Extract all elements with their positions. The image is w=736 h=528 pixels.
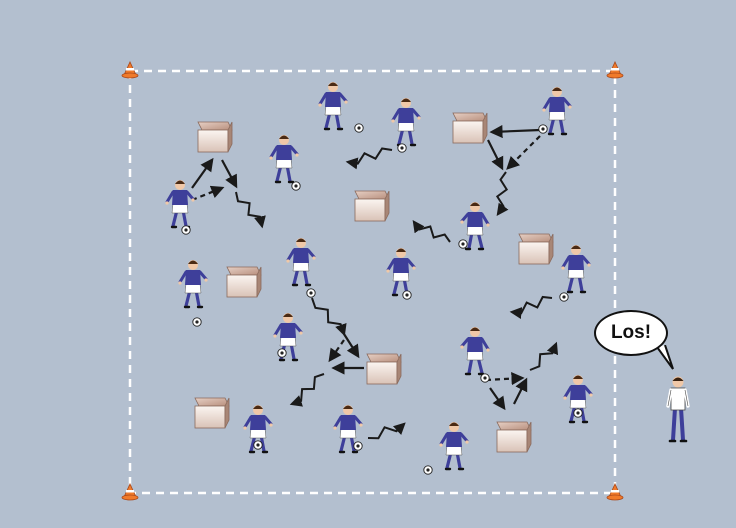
ball-icon xyxy=(354,442,362,450)
ball-icon xyxy=(403,291,411,299)
pass-arrow-dashed xyxy=(330,340,344,360)
dribble-arrow xyxy=(312,298,344,334)
pass-arrow-dashed xyxy=(486,378,522,380)
ball-icon xyxy=(307,289,315,297)
player-icon xyxy=(286,238,315,285)
ball-icon xyxy=(182,226,190,234)
ball-icon xyxy=(254,441,262,449)
mini-goal xyxy=(227,267,261,297)
player-icon xyxy=(439,422,468,469)
player-icon xyxy=(460,327,489,374)
ball-icon xyxy=(193,318,201,326)
player-icon xyxy=(561,245,590,292)
dribble-arrow xyxy=(348,149,392,164)
dribble-arrow xyxy=(512,297,552,313)
run-arrow xyxy=(222,160,236,186)
dribble-arrow xyxy=(236,192,262,226)
mini-goal xyxy=(355,191,389,221)
mini-goal xyxy=(519,234,553,264)
coach-callout-text: Los! xyxy=(611,322,651,344)
run-arrow xyxy=(488,140,502,168)
mini-goal xyxy=(195,398,229,428)
coach-icon xyxy=(668,377,688,442)
ball-icon xyxy=(574,409,582,417)
player-icon xyxy=(318,82,347,129)
ball-icon xyxy=(355,124,363,132)
mini-goal xyxy=(198,122,232,152)
dribble-arrow xyxy=(292,374,324,404)
ball-icon xyxy=(398,144,406,152)
run-arrow xyxy=(492,130,540,132)
ball-icon xyxy=(560,293,568,301)
ball-icon xyxy=(292,182,300,190)
player-icon xyxy=(165,180,194,227)
ball-icon xyxy=(481,374,489,382)
run-arrow xyxy=(490,388,504,408)
player-icon xyxy=(386,248,415,295)
speech-bubble: Los! xyxy=(594,310,668,356)
speech-bubble-tail xyxy=(655,345,677,371)
run-arrow xyxy=(192,160,212,188)
mini-goal xyxy=(453,113,487,143)
dribble-arrow xyxy=(368,424,404,438)
dribble-arrow xyxy=(530,344,556,370)
ball-icon xyxy=(278,349,286,357)
ball-icon xyxy=(539,125,547,133)
pass-arrow-dashed xyxy=(192,188,222,200)
ball-icon xyxy=(459,240,467,248)
run-arrow xyxy=(344,334,358,356)
dribble-arrow xyxy=(414,222,450,242)
dribble-arrow xyxy=(497,172,506,214)
mini-goal xyxy=(497,422,531,452)
pass-arrow-dashed xyxy=(508,136,540,168)
player-icon xyxy=(269,135,298,182)
player-icon xyxy=(178,260,207,307)
ball-icon xyxy=(424,466,432,474)
mini-goal xyxy=(367,354,401,384)
player-icon xyxy=(391,98,420,145)
run-arrow xyxy=(514,380,526,404)
